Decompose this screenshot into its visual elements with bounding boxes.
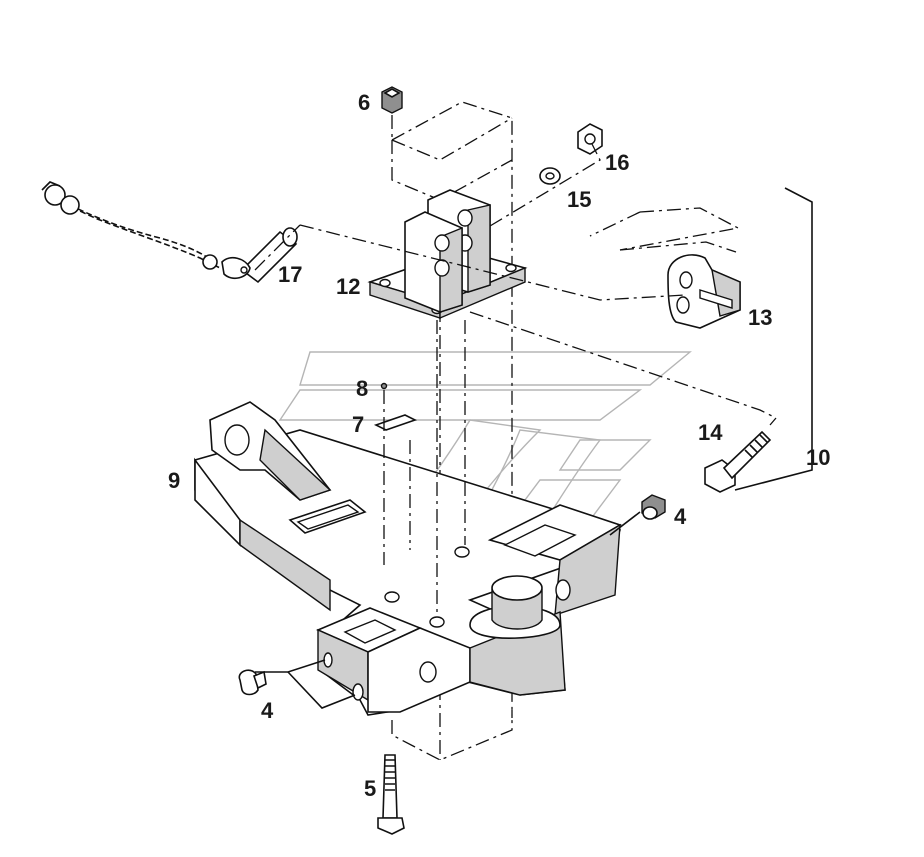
label-part-5: 5: [364, 776, 376, 801]
label-part-9: 9: [168, 468, 180, 493]
key-7: [373, 414, 418, 431]
label-part-14: 14: [698, 420, 723, 445]
label-part-8: 8: [356, 376, 368, 401]
bolt-5: [377, 754, 405, 835]
plug-4-upper: [641, 494, 666, 520]
label-part-15: 15: [567, 187, 591, 212]
assembly-centerlines: [254, 143, 778, 709]
plug-4-lower: [238, 669, 267, 696]
label-part-4-upper: 4: [674, 504, 687, 529]
label-part-10: 10: [806, 445, 830, 470]
label-part-17: 17: [278, 262, 302, 287]
part-labels: 6 16 15 17 12 13 8 7 14 10 9 4 4 5: [168, 90, 830, 801]
washer-15: [539, 167, 561, 185]
pin-8: [380, 382, 388, 390]
group-bracket-10: [734, 187, 813, 491]
label-part-13: 13: [748, 305, 772, 330]
label-part-4-lower: 4: [261, 698, 274, 723]
label-part-7: 7: [352, 412, 364, 437]
hitch-body-9: [194, 401, 622, 716]
nut-16: [577, 123, 603, 155]
label-part-16: 16: [605, 150, 629, 175]
latch-13: [667, 254, 741, 329]
bolt-14: [704, 430, 772, 493]
bracket-plate-12: [367, 189, 528, 320]
label-part-6: 6: [358, 90, 370, 115]
nut-6: [381, 86, 403, 114]
label-part-12: 12: [336, 274, 360, 299]
